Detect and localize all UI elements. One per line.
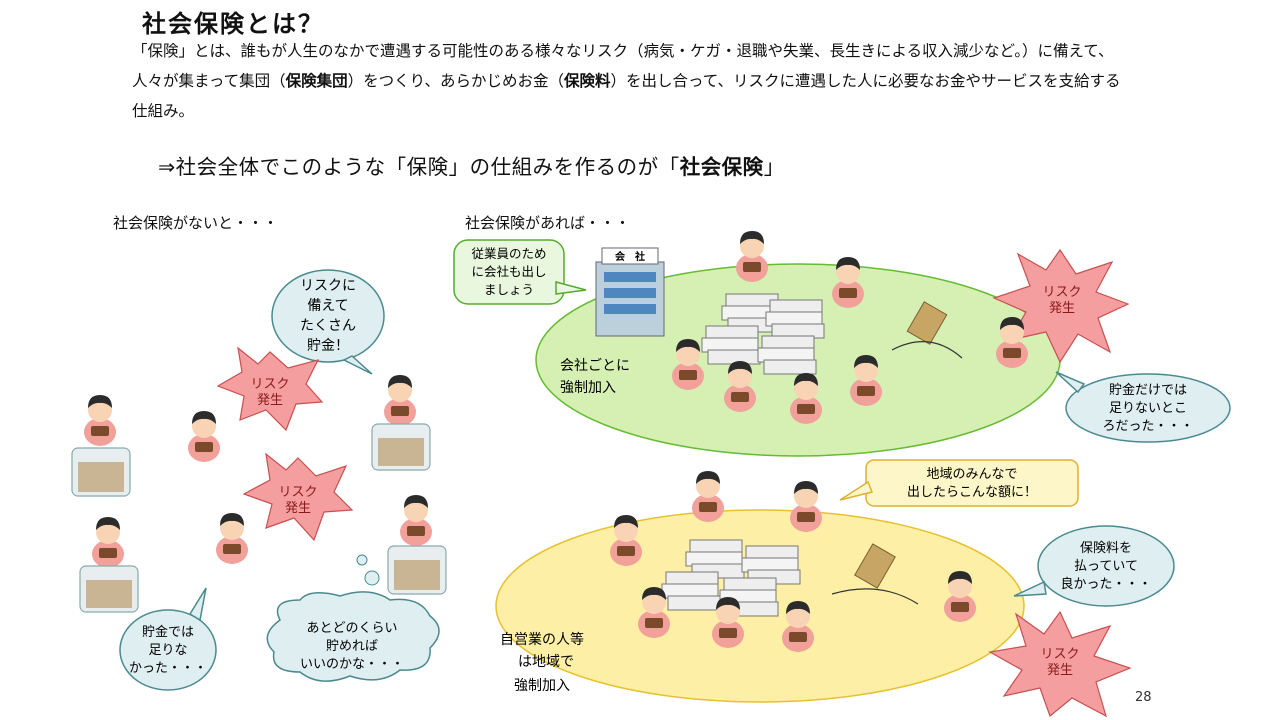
svg-text:貯金！: 貯金！ (307, 338, 349, 354)
svg-text:ましょう: ましょう (484, 282, 534, 297)
svg-text:貯めれば: 貯めれば (326, 639, 378, 654)
svg-text:発生: 発生 (285, 501, 311, 516)
jar-person-1 (72, 395, 130, 496)
jar-person-3 (80, 517, 138, 612)
svg-text:かった・・・: かった・・・ (129, 661, 207, 676)
jar-person-4 (388, 495, 446, 594)
bubble-bottom-result: 保険料を 払っていて 良かった・・・ (1014, 526, 1174, 606)
company-bubble: 従業員のため に会社も出し ましょう (454, 240, 586, 304)
group-label-region: 自営業の人等 (500, 631, 584, 648)
note-region-total: 地域のみんなで 出したらこんな額に！ (840, 460, 1078, 506)
svg-text:貯金だけでは: 貯金だけでは (1109, 382, 1187, 398)
svg-text:発生: 発生 (257, 393, 283, 408)
bubble-savings: リスクに 備えて たくさん 貯金！ (272, 270, 384, 374)
svg-text:いいのかな・・・: いいのかな・・・ (300, 657, 404, 672)
svg-text:リスク: リスク (278, 485, 317, 500)
svg-text:たくさん: たくさん (300, 318, 356, 334)
bubble-top-result: 貯金だけでは 足りないとこ ろだった・・・ (1056, 372, 1230, 442)
group-label-region-2: は地域で (518, 654, 574, 670)
svg-text:リスク: リスク (1040, 647, 1079, 662)
svg-text:発生: 発生 (1047, 663, 1073, 678)
worried-man (216, 513, 248, 564)
svg-text:従業員のため: 従業員のため (471, 246, 546, 261)
svg-text:貯金では: 貯金では (142, 624, 194, 640)
svg-text:会 社: 会 社 (615, 250, 645, 263)
group-label-region-3: 強制加入 (514, 678, 570, 694)
svg-text:に会社も出し: に会社も出し (471, 264, 546, 279)
worried-woman (188, 411, 220, 462)
svg-text:良かった・・・: 良かった・・・ (1060, 576, 1151, 592)
risk-burst-left-2: リスク 発生 (244, 454, 352, 540)
svg-text:足りないとこ: 足りないとこ (1109, 401, 1187, 416)
svg-text:備えて: 備えて (307, 298, 348, 314)
group-label-company-2: 強制加入 (560, 380, 616, 396)
jar-person-2 (372, 375, 430, 470)
svg-text:出したらこんな額に！: 出したらこんな額に！ (907, 485, 1037, 500)
svg-text:発生: 発生 (1049, 301, 1075, 316)
svg-text:リスク: リスク (1042, 285, 1081, 300)
svg-text:あとどのくらい: あとどのくらい (306, 621, 397, 636)
svg-text:地域のみんなで: 地域のみんなで (926, 467, 1017, 482)
page-number: 28 (1135, 690, 1152, 705)
svg-text:足りな: 足りな (148, 643, 187, 658)
company-building: 会 社 (596, 248, 664, 336)
svg-text:リスク: リスク (250, 377, 289, 392)
group-label-company: 会社ごとに (560, 358, 630, 374)
risk-burst-left-1: リスク 発生 (218, 348, 322, 430)
svg-text:ろだった・・・: ろだった・・・ (1102, 419, 1193, 434)
svg-text:リスクに: リスクに (300, 278, 356, 294)
svg-text:払っていて: 払っていて (1074, 559, 1138, 574)
svg-text:保険料を: 保険料を (1080, 541, 1132, 556)
